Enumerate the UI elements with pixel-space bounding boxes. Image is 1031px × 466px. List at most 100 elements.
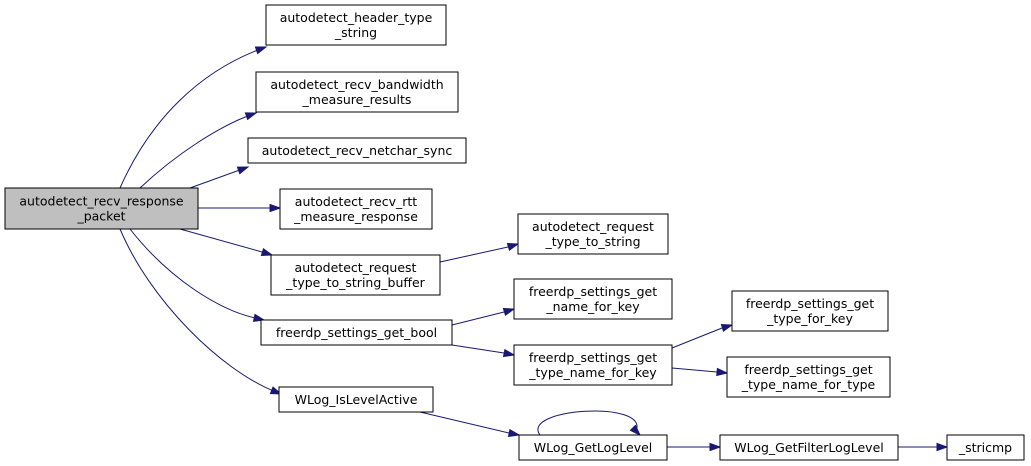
edge-line bbox=[671, 367, 718, 373]
edge-arrowhead bbox=[936, 442, 949, 452]
node-box bbox=[517, 213, 669, 255]
function-node[interactable]: autodetect_recv_netchar_sync bbox=[247, 137, 467, 164]
node-box bbox=[270, 254, 441, 296]
function-node[interactable]: _stricmp bbox=[946, 434, 1025, 461]
node-label: autodetect_recv_netchar_sync bbox=[262, 143, 453, 158]
node-label: _type_name_for_key bbox=[528, 365, 657, 380]
function-node[interactable]: freerdp_settings_get_bool bbox=[260, 319, 453, 346]
function-node[interactable]: autodetect_request_type_to_string_buffer bbox=[270, 254, 441, 296]
edge-n5-to-n6 bbox=[439, 242, 520, 263]
edge-arrowhead bbox=[260, 247, 274, 257]
node-box bbox=[513, 344, 673, 386]
edge-root-to-n7 bbox=[129, 228, 266, 322]
call-graph-edges bbox=[119, 46, 949, 452]
node-box bbox=[513, 278, 673, 320]
edge-arrowhead bbox=[716, 367, 729, 377]
node-box bbox=[247, 137, 467, 164]
function-node[interactable]: freerdp_settings_get_name_for_key bbox=[513, 278, 673, 320]
edge-root-to-n4 bbox=[198, 203, 282, 213]
node-label: WLog_GetLogLevel bbox=[534, 440, 653, 455]
node-label: autodetect_request bbox=[532, 219, 654, 234]
node-label: freerdp_settings_get bbox=[746, 296, 874, 311]
edge-n7-to-n8 bbox=[451, 307, 516, 326]
node-label: freerdp_settings_get bbox=[744, 362, 872, 377]
edge-arrowhead bbox=[244, 112, 258, 121]
edge-n7-to-n9 bbox=[451, 344, 516, 358]
node-box bbox=[946, 434, 1025, 461]
function-node[interactable]: autodetect_recv_bandwidth_measure_result… bbox=[255, 71, 459, 113]
node-label: autodetect_recv_bandwidth bbox=[270, 77, 443, 92]
edge-line bbox=[451, 311, 505, 326]
node-box bbox=[279, 188, 433, 230]
node-label: freerdp_settings_get bbox=[529, 350, 657, 365]
edge-arrowhead bbox=[709, 442, 722, 452]
edge-arrowhead bbox=[254, 46, 268, 55]
edge-n14-to-n15 bbox=[898, 442, 949, 452]
function-node[interactable]: WLog_GetLogLevel bbox=[518, 434, 668, 461]
node-box bbox=[260, 319, 453, 346]
function-node[interactable]: autodetect_header_type_string bbox=[265, 4, 447, 46]
edge-line bbox=[439, 246, 509, 263]
edge-root-to-n3 bbox=[189, 166, 250, 189]
edge-arrowhead bbox=[502, 348, 516, 358]
edge-line bbox=[451, 344, 505, 354]
edge-n13-to-n14 bbox=[667, 442, 722, 452]
edge-arrowhead bbox=[502, 307, 516, 317]
function-node[interactable]: WLog_GetFilterLogLevel bbox=[719, 434, 899, 461]
root-function-node[interactable]: autodetect_recv_response_packet bbox=[4, 187, 199, 230]
node-box bbox=[278, 386, 434, 413]
edge-line bbox=[537, 410, 638, 436]
node-label: _name_for_key bbox=[545, 299, 640, 314]
node-box bbox=[726, 356, 891, 398]
node-label: _type_name_for_type bbox=[741, 377, 876, 392]
edge-arrowhead bbox=[506, 242, 520, 252]
edge-arrowhead bbox=[269, 203, 282, 213]
call-graph-nodes: autodetect_recv_response_packetautodetec… bbox=[4, 4, 1025, 461]
edge-n12-to-n13 bbox=[419, 411, 521, 438]
function-node[interactable]: freerdp_settings_get_type_name_for_type bbox=[726, 356, 891, 398]
edge-line bbox=[129, 228, 256, 319]
node-label: WLog_IsLevelActive bbox=[295, 392, 418, 407]
function-node[interactable]: autodetect_recv_rtt_measure_response bbox=[279, 188, 433, 230]
node-label: _stricmp bbox=[958, 440, 1012, 455]
function-node[interactable]: autodetect_request_type_to_string bbox=[517, 213, 669, 255]
node-label: _string bbox=[334, 25, 377, 40]
edge-arrowhead bbox=[720, 323, 734, 333]
function-node[interactable]: freerdp_settings_get_type_for_key bbox=[731, 290, 889, 332]
edge-root-to-n12 bbox=[119, 228, 283, 395]
edge-line bbox=[119, 228, 277, 393]
edge-arrowhead bbox=[269, 386, 283, 395]
edge-line bbox=[419, 411, 510, 434]
node-label: _type_to_string_buffer bbox=[285, 275, 426, 290]
node-label: freerdp_settings_get_bool bbox=[276, 325, 437, 340]
function-node[interactable]: WLog_IsLevelActive bbox=[278, 386, 434, 413]
function-node[interactable]: freerdp_settings_get_type_name_for_key bbox=[513, 344, 673, 386]
node-label: autodetect_recv_response bbox=[19, 194, 184, 209]
node-label: _type_for_key bbox=[766, 311, 853, 326]
edge-line bbox=[671, 327, 723, 349]
edge-line bbox=[139, 112, 257, 189]
node-label: autodetect_recv_rtt bbox=[295, 194, 417, 209]
node-label: _type_to_string bbox=[544, 234, 640, 249]
edge-arrowhead bbox=[629, 424, 642, 437]
edge-n9-to-n10 bbox=[671, 323, 734, 349]
edge-root-to-n2 bbox=[139, 112, 258, 189]
node-box bbox=[518, 434, 668, 461]
node-label: _packet bbox=[76, 209, 125, 224]
node-label: autodetect_request bbox=[295, 260, 417, 275]
edge-arrowhead bbox=[507, 428, 521, 438]
node-box bbox=[719, 434, 899, 461]
edge-n13-to-n13 bbox=[537, 410, 642, 437]
edge-arrowhead bbox=[236, 166, 250, 175]
edge-n9-to-n11 bbox=[671, 367, 729, 377]
node-box bbox=[4, 187, 199, 230]
node-label: freerdp_settings_get bbox=[529, 284, 657, 299]
node-box bbox=[731, 290, 889, 332]
node-label: _measure_results bbox=[302, 92, 412, 107]
node-label: WLog_GetFilterLogLevel bbox=[734, 440, 884, 455]
node-box bbox=[255, 71, 459, 113]
node-label: autodetect_header_type bbox=[280, 10, 433, 25]
edge-line bbox=[179, 228, 263, 253]
edge-root-to-n5 bbox=[179, 228, 274, 257]
